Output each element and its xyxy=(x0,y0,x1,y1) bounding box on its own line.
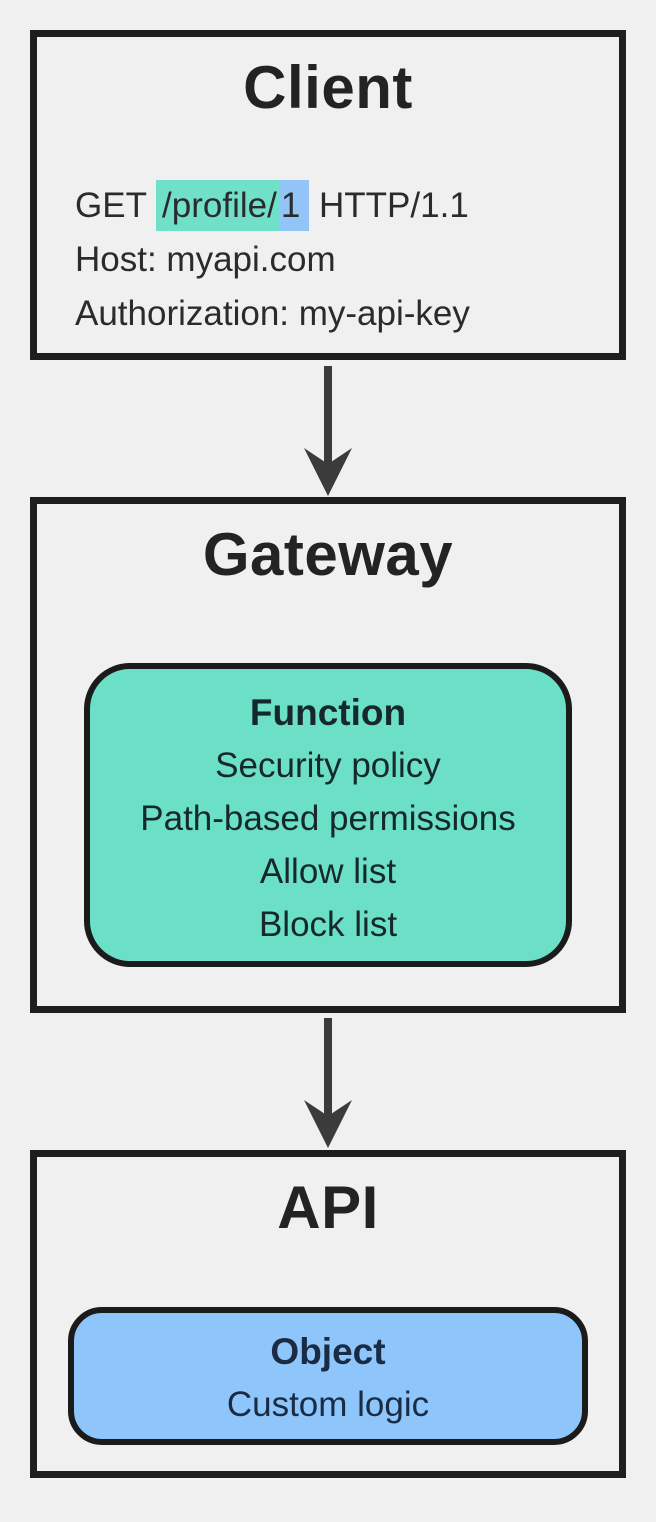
function-box-item: Allow list xyxy=(259,852,397,891)
host-header-line: Host: myapi.com xyxy=(75,240,336,279)
client-node: Client GET /profile/1 HTTP/1.1 Host: mya… xyxy=(30,30,626,360)
arrow-down-gateway-to-api-icon xyxy=(304,1018,352,1148)
object-box-item: Custom logic xyxy=(226,1385,430,1424)
function-box-title: Function xyxy=(249,692,407,733)
http-request-block: GET /profile/1 HTTP/1.1 Host: myapi.com … xyxy=(75,179,470,341)
authorization-header-line: Authorization: my-api-key xyxy=(75,294,470,333)
object-box: Object Custom logic xyxy=(68,1307,588,1445)
gateway-node: Gateway Function Security policy Path-ba… xyxy=(30,497,626,1013)
gateway-title: Gateway xyxy=(202,521,454,588)
path-highlight: /profile/ xyxy=(156,180,279,231)
function-box: Function Security policy Path-based perm… xyxy=(84,663,572,967)
http-method: GET xyxy=(75,186,157,225)
http-protocol: HTTP/1.1 xyxy=(309,186,469,225)
api-node: API Object Custom logic xyxy=(30,1150,626,1478)
function-box-item: Block list xyxy=(258,905,398,944)
arrow-down-client-to-gateway-icon xyxy=(304,366,352,496)
request-line: GET /profile/1 HTTP/1.1 xyxy=(75,179,470,233)
client-title: Client xyxy=(243,54,413,121)
function-box-item: Path-based permissions xyxy=(140,799,516,838)
function-box-item: Security policy xyxy=(215,746,441,785)
resource-id-highlight: 1 xyxy=(278,180,310,231)
object-box-title: Object xyxy=(270,1331,386,1372)
api-title: API xyxy=(277,1174,379,1241)
